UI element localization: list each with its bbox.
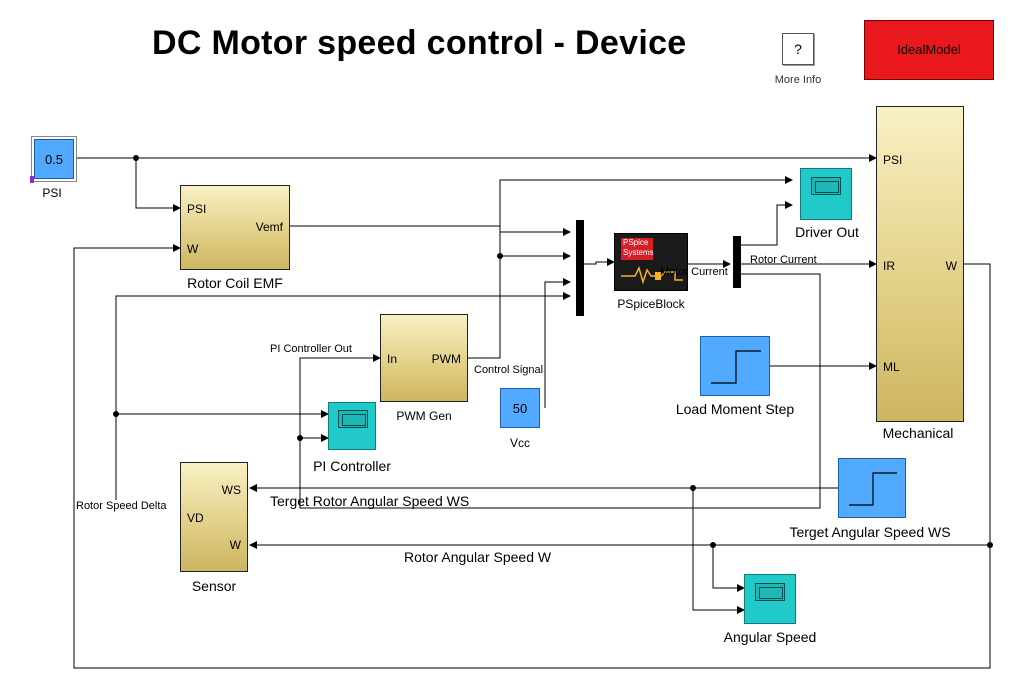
- psi-constant-label: PSI: [42, 186, 62, 200]
- rotor-coil-emf-vemf-port: Vemf: [255, 220, 283, 234]
- driver-out-scope[interactable]: [800, 168, 852, 220]
- mechanical-ir-port: IR: [883, 259, 895, 273]
- mechanical-label: Mechanical: [882, 425, 954, 441]
- demux-block[interactable]: [733, 236, 741, 288]
- sensor-w-port: W: [229, 538, 241, 552]
- pi-controller-scope[interactable]: [328, 402, 376, 450]
- psi-constant-block[interactable]: 0.5: [34, 139, 74, 179]
- angular-speed-label: Angular Speed: [723, 629, 817, 645]
- signal-label-rotor-speed-delta: Rotor Speed Delta: [76, 500, 167, 512]
- pspice-badge: PSpice Systems: [621, 238, 654, 260]
- mechanical-ml-port: ML: [883, 360, 900, 374]
- signal-label-pi-controller-out: PI Controller Out: [270, 343, 352, 355]
- selection-handle: [30, 176, 34, 183]
- signal-label-motor-current: Motor Current: [660, 266, 728, 278]
- vcc-constant-value: 50: [512, 401, 528, 416]
- signal-label-control-signal: Control Signal: [474, 364, 544, 376]
- target-angular-speed-label: Terget Angular Speed WS: [789, 524, 951, 540]
- vcc-constant-label: Vcc: [509, 436, 531, 450]
- mechanical-w-port: W: [945, 259, 957, 273]
- rotor-coil-emf-w-port: W: [187, 242, 199, 256]
- ideal-model-button[interactable]: IdealModel: [864, 20, 994, 80]
- scope-icon: [338, 410, 368, 428]
- sensor-ws-port: WS: [221, 483, 241, 497]
- page-title: DC Motor speed control - Device: [152, 24, 687, 62]
- more-info-label: More Info: [774, 74, 822, 86]
- vcc-constant-block[interactable]: 50: [500, 388, 540, 428]
- angular-speed-scope[interactable]: [744, 574, 796, 624]
- rotor-coil-emf-psi-port: PSI: [187, 202, 207, 216]
- scope-icon: [755, 583, 785, 601]
- load-moment-step-label: Load Moment Step: [675, 401, 795, 417]
- pwm-gen-in-port: In: [387, 352, 398, 366]
- signal-label-rotor-w: Rotor Angular Speed W: [404, 549, 552, 565]
- signal-label-rotor-current: Rotor Current: [750, 254, 817, 266]
- pwm-gen-pwm-port: PWM: [431, 352, 461, 366]
- mux-block[interactable]: [576, 220, 584, 316]
- pspice-block[interactable]: PSpice Systems: [614, 233, 688, 291]
- more-info-button[interactable]: ?: [782, 33, 814, 65]
- target-angular-speed-block[interactable]: [838, 458, 906, 518]
- help-icon: ?: [794, 41, 802, 57]
- pspice-block-label: PSpiceBlock: [617, 297, 685, 311]
- sensor-label: Sensor: [191, 578, 237, 594]
- sensor-block[interactable]: WS VD W: [180, 462, 248, 572]
- sensor-vd-port: VD: [187, 511, 204, 525]
- rotor-coil-emf-label: Rotor Coil EMF: [187, 275, 283, 291]
- pwm-gen-label: PWM Gen: [396, 409, 452, 423]
- rotor-coil-emf-block[interactable]: PSI W Vemf: [180, 185, 290, 270]
- psi-constant-value: 0.5: [44, 152, 64, 167]
- signal-label-target-ws: Terget Rotor Angular Speed WS: [270, 493, 470, 509]
- pi-controller-label: PI Controller: [313, 458, 391, 474]
- driver-out-label: Driver Out: [795, 224, 859, 240]
- step-icon: [711, 350, 761, 384]
- mechanical-block[interactable]: PSI IR ML W: [876, 106, 964, 422]
- load-moment-step-block[interactable]: [700, 336, 770, 396]
- pwm-gen-block[interactable]: In PWM: [380, 314, 468, 402]
- pspice-circuit-icon: [621, 265, 683, 285]
- scope-icon: [811, 177, 841, 195]
- step-icon: [849, 472, 897, 506]
- ideal-model-label: IdealModel: [897, 42, 961, 57]
- mechanical-psi-port: PSI: [883, 153, 903, 167]
